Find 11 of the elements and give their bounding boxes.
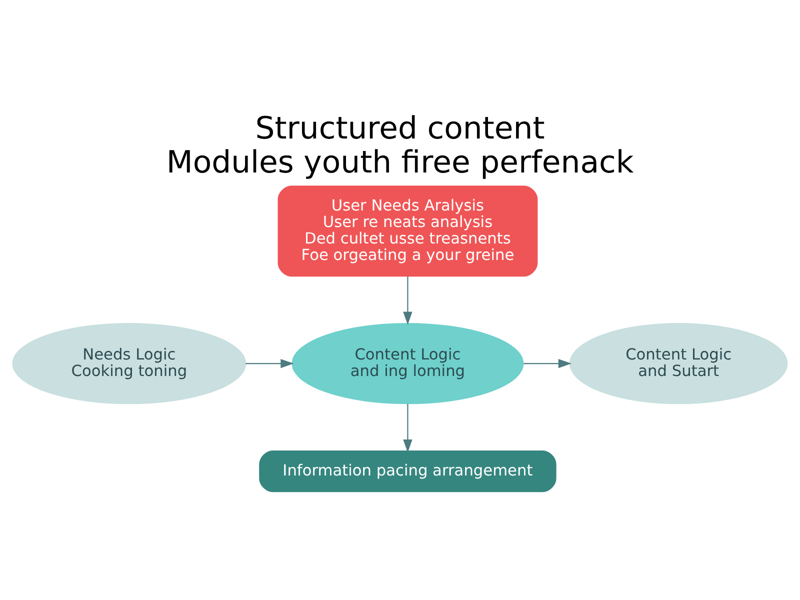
node-ellipse: Content Logic and ing loming: [292, 322, 524, 404]
arrow: [403, 403, 412, 452]
node-ellipse: Content Logic and Sutart: [569, 322, 788, 404]
caption: Modules youth firee perfenack: [166, 144, 634, 180]
arrow: [524, 358, 572, 368]
arrow: [246, 358, 294, 368]
node-ellipse: Needs Logic Cooking toning: [12, 322, 246, 404]
diagram-title: Structured content: [255, 110, 545, 146]
node-box: User Needs Aralysis User re neats analysis Ded cultet usse treasnents Foe orgeating a your greine: [278, 185, 538, 276]
node-box: Information pacing arrangement: [259, 450, 556, 492]
arrow: [403, 276, 412, 324]
